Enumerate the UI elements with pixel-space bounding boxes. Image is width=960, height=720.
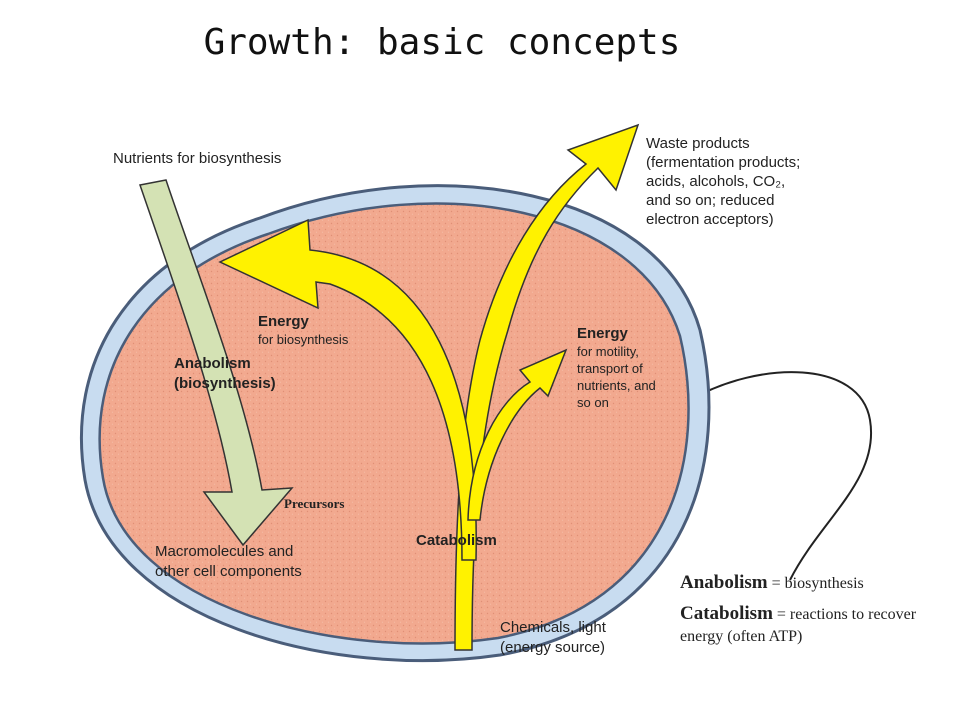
chemicals-label: (energy source): [500, 639, 605, 656]
waste-line: and so on; reduced: [646, 192, 774, 209]
macromolecules-label: Macromolecules and: [155, 543, 293, 560]
energy-biosynthesis-sub: for biosynthesis: [258, 332, 349, 347]
catabolism-arrow-energy-motility: [467, 348, 568, 521]
catabolism-arrow-energy-biosynthesis: [218, 218, 477, 561]
energy-biosynthesis-heading: Energy: [258, 313, 310, 330]
energy-motility-sub: nutrients, and: [577, 378, 656, 393]
waste-line: acids, alcohols, CO₂,: [646, 173, 785, 190]
catabolism-term: Catabolism: [680, 603, 773, 624]
energy-motility-sub: for motility,: [577, 344, 639, 359]
anabolism-label-sub: (biosynthesis): [174, 375, 276, 392]
energy-motility-sub: so on: [577, 395, 609, 410]
precursors-label: Precursors: [284, 496, 344, 511]
waste-line: electron acceptors): [646, 211, 774, 228]
definitions-box: Anabolism = biosynthesis Catabolism = re…: [680, 572, 950, 656]
macromolecules-label: other cell components: [155, 563, 302, 580]
waste-line: (fermentation products;: [646, 154, 800, 171]
flagellum: [689, 371, 873, 581]
catabolism-def-text: = reactions to recover energy (often ATP…: [680, 606, 917, 645]
waste-products-label: Waste products (fermentation products; a…: [646, 135, 800, 228]
anabolism-label: Anabolism: [174, 355, 251, 372]
energy-motility-heading: Energy: [577, 325, 629, 342]
anabolism-definition: Anabolism = biosynthesis: [680, 572, 950, 595]
anabolism-term: Anabolism: [680, 572, 768, 593]
catabolism-definition: Catabolism = reactions to recover energy…: [680, 603, 950, 648]
catabolism-label: Catabolism: [416, 532, 497, 549]
chemicals-label: Chemicals, light: [500, 619, 607, 636]
page-title: Growth: basic concepts: [203, 22, 681, 63]
anabolism-def-text: = biosynthesis: [767, 575, 864, 592]
energy-motility-sub: transport of: [577, 361, 643, 376]
nutrients-label: Nutrients for biosynthesis: [113, 150, 281, 167]
waste-line: Waste products: [646, 135, 750, 152]
anabolism-arrow: [139, 179, 294, 547]
